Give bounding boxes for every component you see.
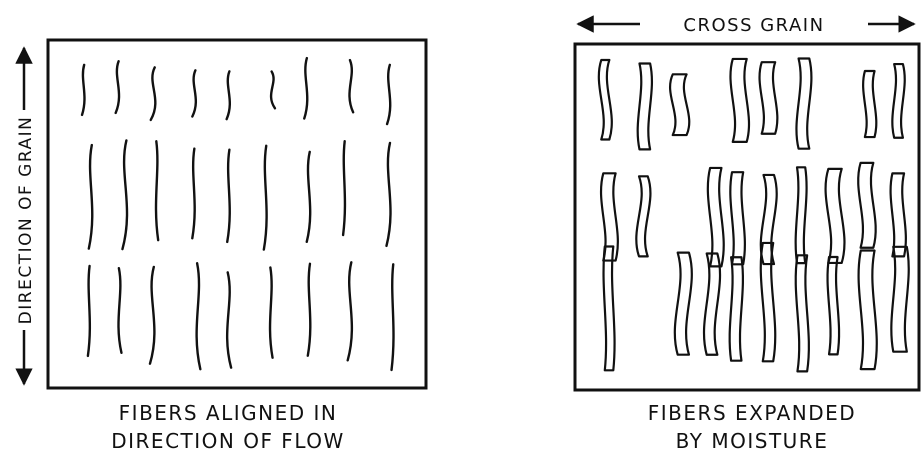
expanded-fiber: [604, 246, 615, 370]
expanded-fiber: [730, 59, 749, 142]
expanded-fiber: [796, 255, 809, 371]
expanded-fiber: [638, 63, 652, 149]
expanded-fiber: [891, 247, 908, 352]
fiber-stroke: [349, 60, 353, 112]
right-panel: CROSS GRAIN FIBERS EXPANDED BY MOISTURE: [575, 15, 919, 453]
left-box: [48, 40, 426, 388]
fiber-stroke: [89, 145, 92, 248]
expanded-fiber: [863, 71, 876, 137]
fiber-stroke: [307, 152, 310, 242]
cross-grain-label: CROSS GRAIN: [683, 15, 824, 36]
fiber-stroke: [197, 263, 201, 369]
expanded-fiber: [636, 176, 650, 256]
fiber-stroke: [88, 266, 90, 356]
fiber-stroke: [227, 150, 230, 242]
fiber-stroke: [192, 70, 195, 116]
fiber-stroke: [118, 268, 121, 353]
left-panel: DIRECTION OF GRAIN FIBERS ALIGNED IN DIR…: [16, 40, 426, 453]
fiber-stroke: [386, 143, 390, 246]
expanded-fiber: [730, 257, 743, 360]
expanded-fiber: [859, 251, 877, 370]
left-caption-line2: DIRECTION OF FLOW: [111, 429, 345, 453]
expanded-fiber: [760, 62, 778, 134]
direction-of-grain-label: DIRECTION OF GRAIN: [16, 116, 36, 325]
right-caption-line1: FIBERS EXPANDED: [648, 401, 856, 425]
fiber-stroke: [122, 140, 127, 249]
fiber-stroke: [392, 264, 394, 370]
fiber-stroke: [271, 72, 275, 109]
expanded-fiber: [708, 168, 724, 266]
fiber-stroke: [150, 267, 154, 364]
right-caption-line2: BY MOISTURE: [676, 429, 829, 453]
expanded-fiber: [704, 254, 720, 355]
fiber-stroke: [387, 65, 390, 124]
expanded-fiber: [670, 74, 689, 135]
expanded-fiber: [599, 60, 612, 140]
expanded-fiber: [826, 169, 845, 263]
expanded-fiber: [761, 175, 777, 264]
left-caption-line1: FIBERS ALIGNED IN: [119, 401, 338, 425]
fiber-stroke: [348, 262, 352, 360]
expanded-fiber: [796, 167, 807, 263]
fiber-stroke: [82, 65, 84, 115]
fiber-stroke: [343, 141, 345, 235]
expanded-fibers: [599, 58, 909, 371]
fiber-stroke: [116, 61, 119, 113]
fiber-stroke: [151, 67, 156, 120]
expanded-fiber: [891, 173, 906, 256]
expanded-fiber: [730, 172, 745, 264]
fiber-stroke: [304, 58, 307, 118]
fiber-stroke: [227, 71, 230, 119]
fiber-stroke: [227, 272, 231, 367]
expanded-fiber: [796, 58, 811, 148]
expanded-fiber: [892, 64, 904, 138]
aligned-fibers: [82, 58, 393, 370]
fiber-stroke: [308, 264, 311, 356]
fiber-stroke: [264, 146, 267, 250]
expanded-fiber: [675, 253, 692, 355]
expanded-fiber: [858, 163, 876, 248]
fiber-stroke: [192, 149, 194, 239]
fiber-stroke: [270, 268, 273, 358]
expanded-fiber: [828, 257, 840, 354]
fiber-stroke: [156, 141, 158, 240]
